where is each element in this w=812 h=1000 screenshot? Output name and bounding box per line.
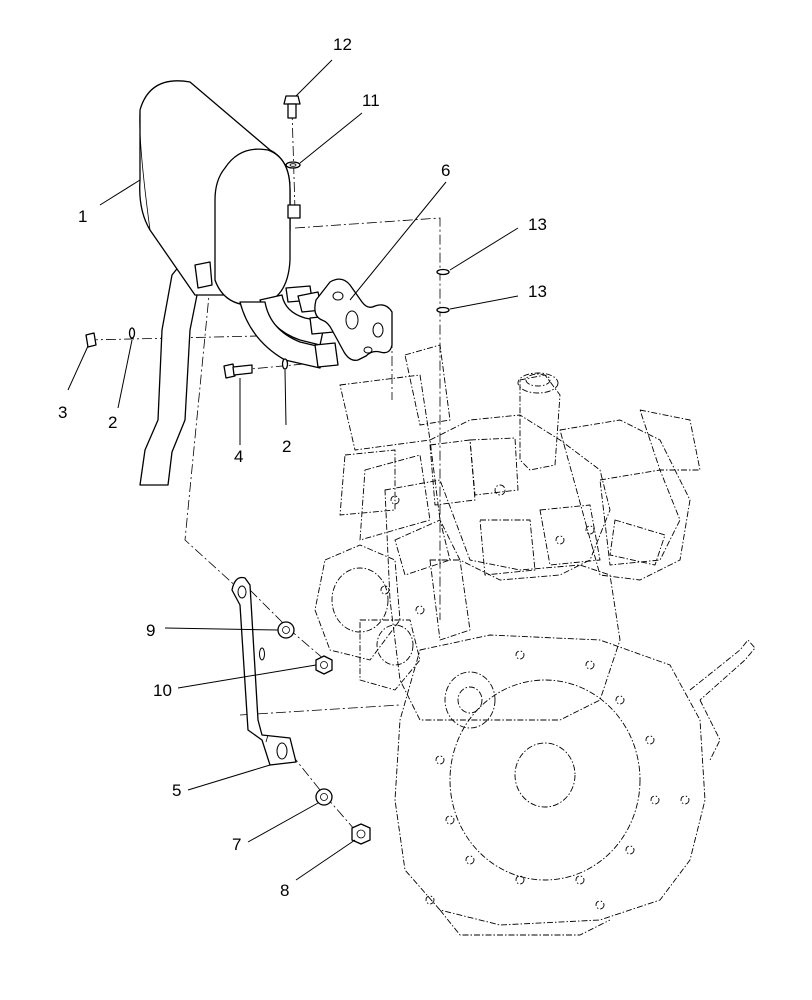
part-10-nut xyxy=(315,655,333,675)
part-5-bracket xyxy=(231,576,297,766)
part-9-washer xyxy=(277,621,295,639)
part-4-bolt xyxy=(223,363,253,379)
part-13-washer-upper xyxy=(436,268,450,276)
part-2-washer-right xyxy=(281,358,289,370)
callout-9: 9 xyxy=(146,621,155,640)
part-2-washer-left xyxy=(128,327,136,339)
callout-1: 1 xyxy=(78,207,87,226)
part-8-nut xyxy=(351,823,371,845)
callout-5: 5 xyxy=(172,781,181,800)
part-6-gasket xyxy=(314,278,393,361)
callout-labels: 1 2 2 3 4 5 6 7 8 9 10 11 12 13 13 xyxy=(58,35,547,900)
callout-2-right: 2 xyxy=(282,437,291,456)
part-13-washer-lower xyxy=(436,306,450,314)
callout-3: 3 xyxy=(58,403,67,422)
callout-6: 6 xyxy=(441,161,450,180)
part-11-washer xyxy=(285,161,301,169)
callout-11: 11 xyxy=(362,91,380,110)
callout-2-left: 2 xyxy=(108,413,117,432)
callout-13-lower: 13 xyxy=(528,282,547,301)
callout-13-upper: 13 xyxy=(528,215,547,234)
callout-10: 10 xyxy=(153,681,172,700)
part-7-washer xyxy=(315,788,333,806)
leader-lines xyxy=(67,59,519,881)
part-1-muffler xyxy=(139,80,339,486)
engine-phantom-outline xyxy=(314,344,756,936)
callout-4: 4 xyxy=(234,447,243,466)
callout-8: 8 xyxy=(280,881,289,900)
callout-12: 12 xyxy=(333,35,352,54)
part-12-bolt xyxy=(283,95,301,119)
part-3-nut xyxy=(85,332,97,348)
callout-7: 7 xyxy=(232,835,241,854)
